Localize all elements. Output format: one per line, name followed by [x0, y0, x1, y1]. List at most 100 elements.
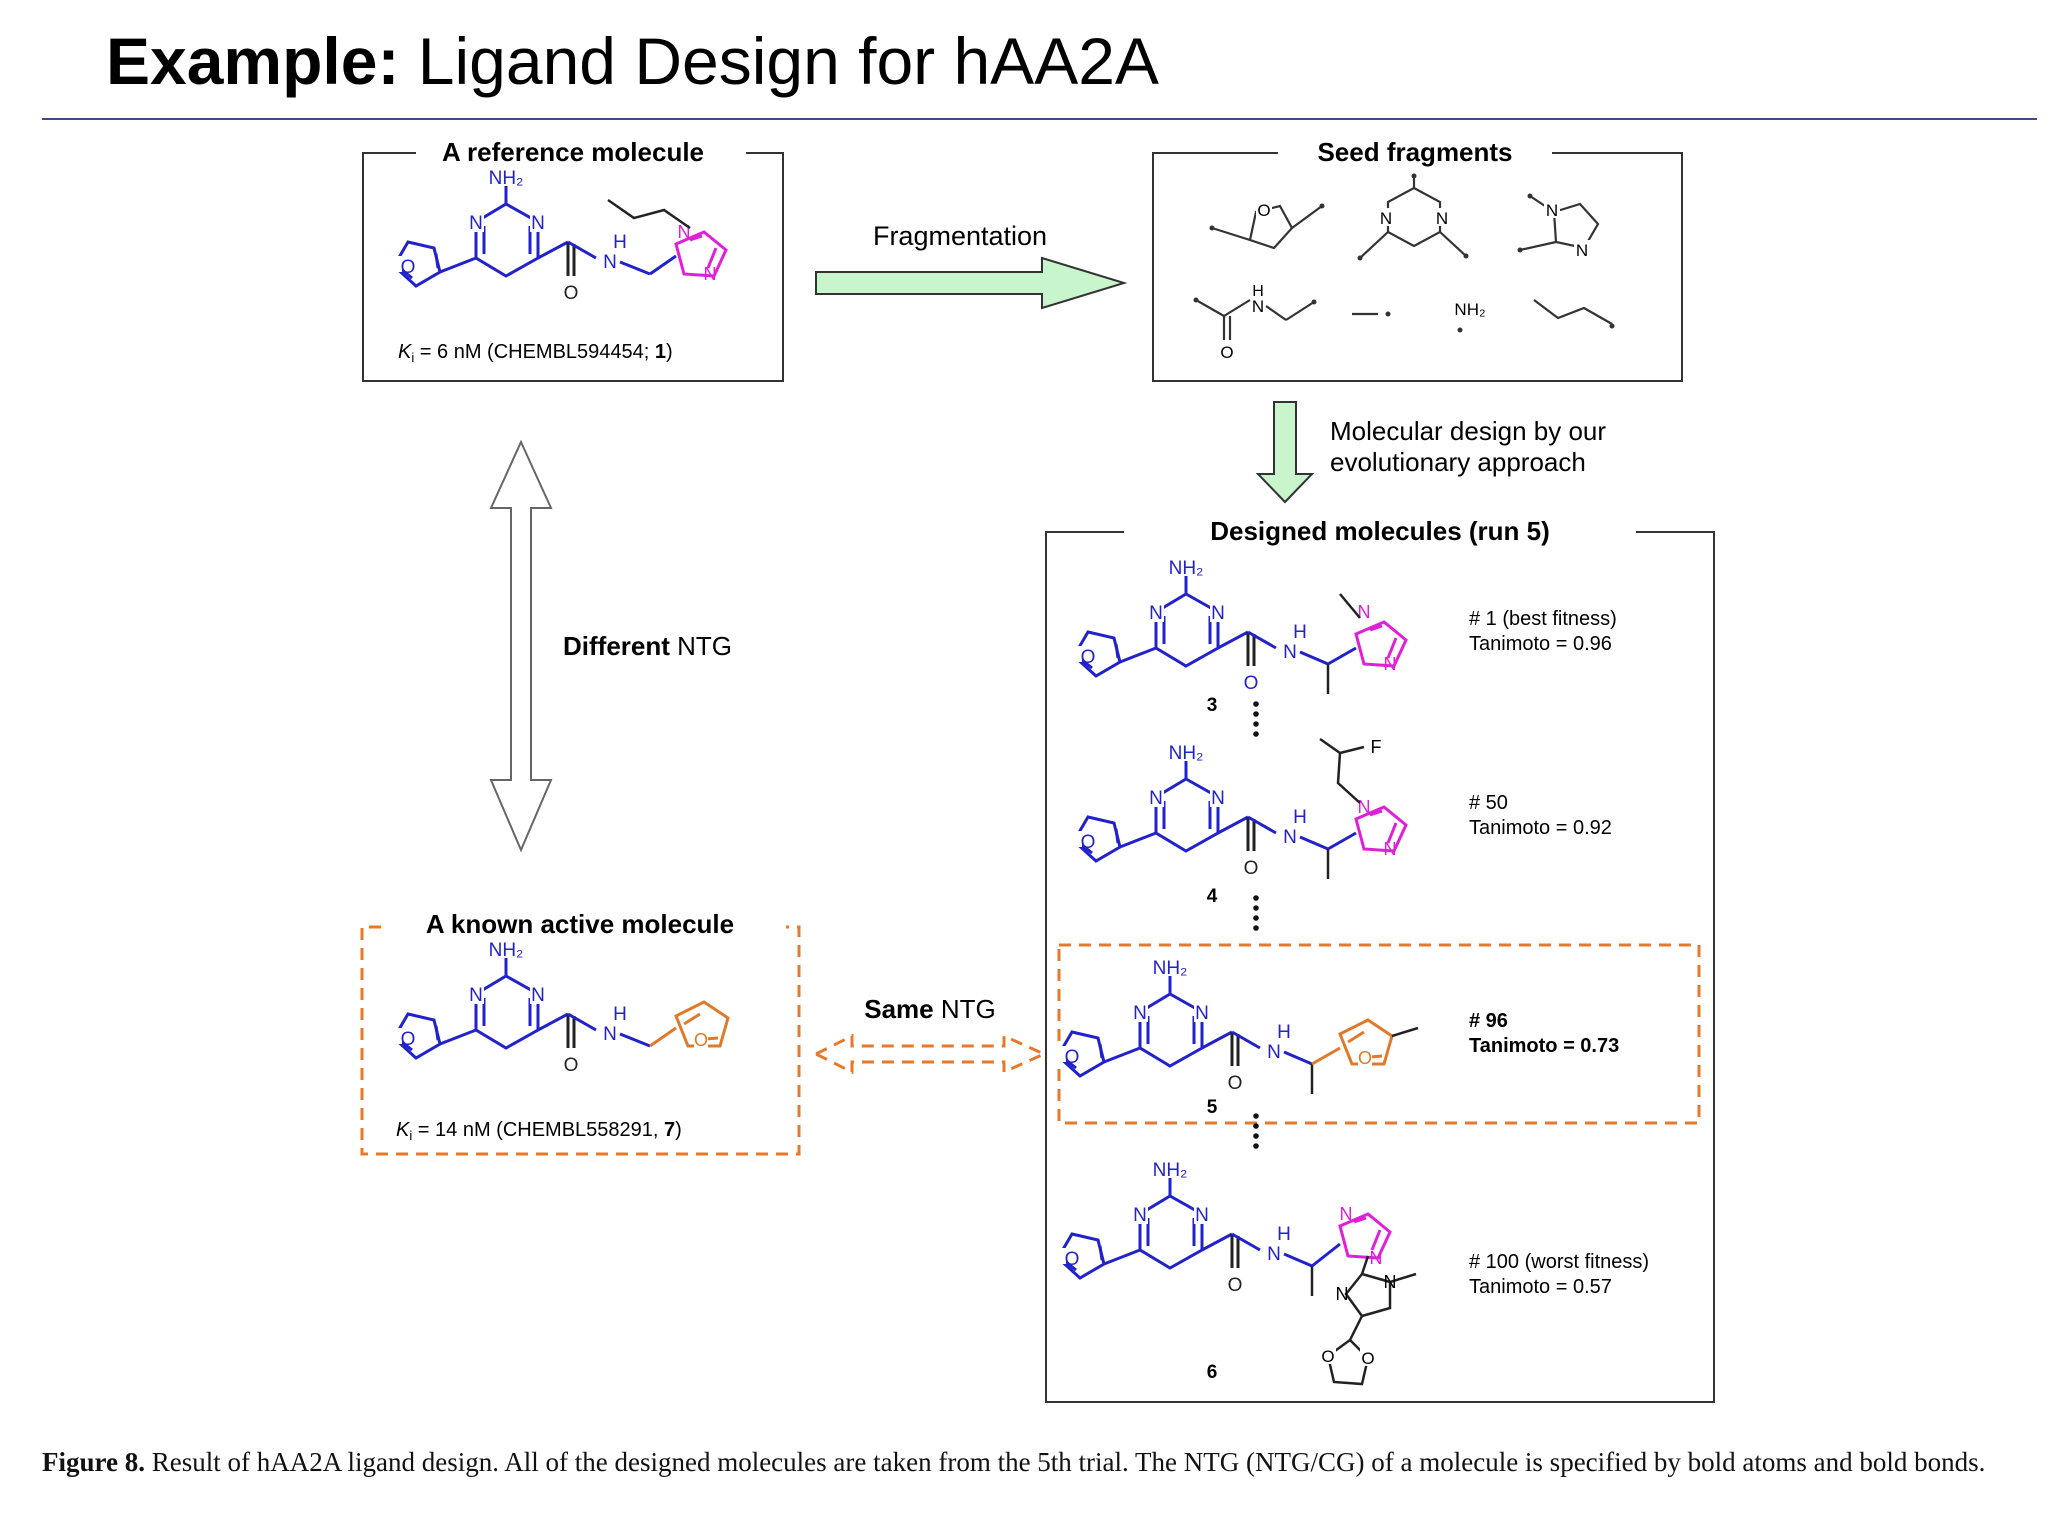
same-bold: Same: [864, 994, 933, 1024]
designed-rank: # 96: [1469, 1010, 1508, 1032]
caption-text: Result of hAA2A ligand design. All of th…: [145, 1447, 1986, 1477]
atom-h: H: [613, 1004, 627, 1025]
reference-ki: Ki = 6 nM (CHEMBL594454; 1): [398, 341, 673, 365]
atom-n: N: [1576, 241, 1588, 260]
atom-n: N: [1336, 1284, 1349, 1304]
ki-label: K: [398, 341, 413, 363]
known-box: A known active molecule NH₂ N N O O H N …: [360, 909, 801, 1156]
atom-n: N: [469, 985, 483, 1006]
designed-tanimoto: Tanimoto = 0.92: [1469, 817, 1612, 839]
seed-propyl: [1533, 299, 1615, 329]
seed-imidazole: N N: [1517, 193, 1600, 260]
atom-n: N: [1149, 788, 1163, 809]
atom-o: O: [401, 257, 416, 278]
known-box-title: A known active molecule: [426, 909, 734, 939]
atom-n: N: [1211, 603, 1225, 624]
ki-number: 7: [664, 1119, 675, 1141]
atom-h: H: [1293, 807, 1307, 828]
slide-title-rest: Ligand Design for hAA2A: [399, 24, 1159, 98]
designed-tanimoto: Tanimoto = 0.96: [1469, 633, 1612, 655]
reference-box: A reference molecule NH₂ N N O O H N N N…: [362, 137, 784, 382]
atom-n: N: [1267, 1244, 1281, 1265]
seed-pyrimidine: N N: [1357, 173, 1469, 261]
atom-n: N: [603, 252, 617, 273]
seed-box-title: Seed fragments: [1317, 137, 1512, 167]
ki-end: ): [675, 1119, 682, 1141]
atom-n: N: [1195, 1003, 1209, 1024]
atom-n: N: [1267, 1042, 1281, 1063]
atom-o: O: [694, 1030, 708, 1050]
atom-nh2: NH₂: [1169, 743, 1204, 764]
atom-o: O: [1244, 858, 1259, 879]
atom-o: O: [1081, 832, 1096, 853]
atom-h: H: [1252, 283, 1264, 300]
atom-o: O: [1081, 647, 1096, 668]
known-ki: Ki = 14 nM (CHEMBL558291, 7): [396, 1119, 682, 1143]
seed-amide: O H N: [1193, 283, 1317, 362]
atom-n: N: [1211, 788, 1225, 809]
ki-subscript: i: [411, 350, 414, 365]
atom-n: N: [1546, 201, 1558, 220]
ki-end: ): [666, 341, 673, 363]
atom-n: N: [1133, 1003, 1147, 1024]
reference-molecule: NH₂ N N O O H N N N: [386, 160, 728, 304]
different-bold: Different: [563, 631, 670, 661]
atom-h: H: [1277, 1022, 1291, 1043]
atom-o: O: [401, 1029, 416, 1050]
evolution-label-line2: evolutionary approach: [1330, 447, 1586, 477]
atom-n: N: [469, 213, 483, 234]
ki-label: K: [396, 1119, 411, 1141]
different-rest: NTG: [670, 631, 732, 661]
atom-n: N: [1380, 209, 1392, 228]
designed-molecule-4: NH₂ N N O O H N N N F: [1066, 735, 1408, 879]
atom-nh2: NH₂: [1169, 558, 1204, 579]
atom-o: O: [1257, 201, 1270, 220]
designed-tanimoto: Tanimoto = 0.57: [1469, 1276, 1612, 1298]
atom-nh2: NH₂: [1454, 300, 1485, 319]
ki-text: = 14 nM (CHEMBL558291,: [412, 1119, 664, 1141]
designed-rank: # 50: [1469, 792, 1508, 814]
same-rest: NTG: [934, 994, 996, 1024]
different-ntg-arrow: Different NTG: [489, 439, 732, 853]
seed-methyl: [1352, 311, 1391, 317]
caption-label: Figure 8.: [42, 1447, 145, 1477]
same-ntg-arrow: Same NTG: [812, 994, 1048, 1075]
atom-nh2: NH₂: [489, 940, 524, 961]
designed-box-title: Designed molecules (run 5): [1210, 516, 1550, 546]
slide-title-bold: Example:: [106, 24, 400, 98]
atom-o: O: [1358, 1048, 1372, 1068]
ellipsis-dots: [1253, 701, 1259, 1149]
designed-molecule-5: NH₂ N N O O H N O: [1050, 950, 1419, 1094]
atom-n: N: [1384, 839, 1397, 859]
atom-n: N: [531, 985, 545, 1006]
atom-h: H: [1277, 1224, 1291, 1245]
atom-n: N: [1252, 297, 1264, 316]
atom-nh2: NH₂: [489, 168, 524, 189]
atom-n: N: [1436, 209, 1448, 228]
atom-nh2: NH₂: [1153, 1160, 1188, 1181]
designed-rank: # 1 (best fitness): [1469, 608, 1617, 630]
designed-number: 6: [1207, 1362, 1218, 1383]
atom-n: N: [1340, 1204, 1353, 1224]
figure-caption: Figure 8. Result of hAA2A ligand design.…: [42, 1446, 2032, 1479]
atom-o: O: [1321, 1347, 1334, 1366]
atom-n: N: [1283, 827, 1297, 848]
atom-h: H: [613, 232, 627, 253]
atom-o: O: [1065, 1047, 1080, 1068]
fragmentation-label: Fragmentation: [873, 221, 1047, 251]
evolution-label-line1: Molecular design by our: [1330, 416, 1606, 446]
figure-canvas: A reference molecule NH₂ N N O O H N N N…: [360, 137, 1715, 1403]
ki-text: = 6 nM (CHEMBL594454;: [414, 341, 655, 363]
highlight-box: [1057, 943, 1701, 1125]
designed-number: 4: [1207, 886, 1218, 907]
atom-o: O: [1065, 1249, 1080, 1270]
atom-n: N: [1370, 1248, 1383, 1268]
atom-nh2: NH₂: [1153, 958, 1188, 979]
atom-n: N: [704, 264, 717, 284]
atom-n: N: [1195, 1205, 1209, 1226]
atom-n: N: [1384, 654, 1397, 674]
fragmentation-arrow: Fragmentation: [815, 221, 1128, 310]
atom-n: N: [1384, 1272, 1397, 1292]
seed-furan: O: [1209, 200, 1325, 250]
ki-number: 1: [655, 341, 666, 363]
